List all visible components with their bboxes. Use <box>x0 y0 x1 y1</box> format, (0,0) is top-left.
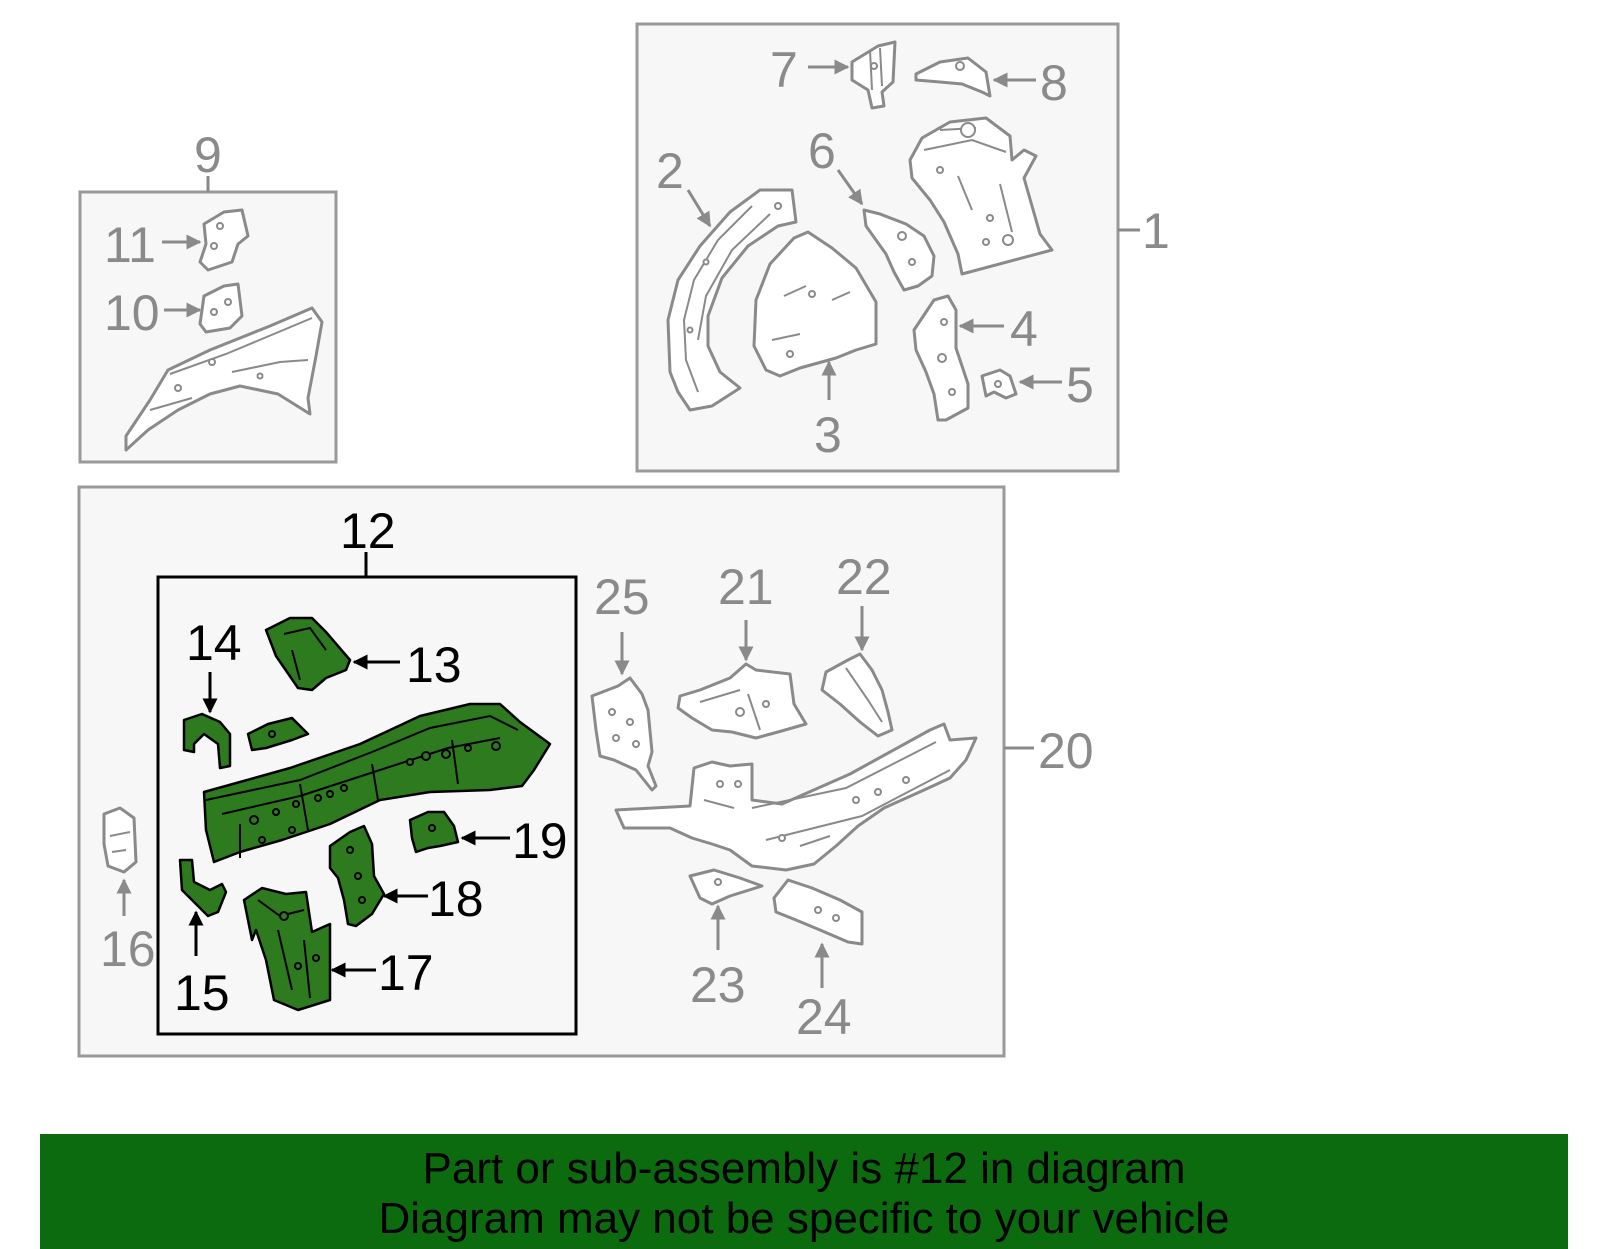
part-4[interactable] <box>912 294 970 422</box>
callout-20: 20 <box>1038 723 1094 779</box>
callout-21: 21 <box>718 559 774 615</box>
part-7[interactable] <box>850 40 897 110</box>
callout-7: 7 <box>770 42 798 98</box>
part-15[interactable] <box>178 858 228 918</box>
part-24[interactable] <box>772 878 864 946</box>
part-8[interactable] <box>914 56 992 98</box>
part-10[interactable] <box>198 282 244 334</box>
info-banner: Part or sub-assembly is #12 in diagram D… <box>40 1134 1568 1249</box>
callout-2: 2 <box>656 143 684 199</box>
part-5[interactable] <box>980 368 1018 400</box>
callout-19: 19 <box>512 813 568 869</box>
callout-14: 14 <box>186 615 242 671</box>
part-13[interactable] <box>264 616 352 692</box>
callout-22: 22 <box>836 549 892 605</box>
callout-10: 10 <box>104 285 160 341</box>
callout-24: 24 <box>796 989 852 1045</box>
callout-3: 3 <box>814 407 842 463</box>
part-18[interactable] <box>328 824 386 928</box>
part-14[interactable] <box>182 712 232 770</box>
callout-13: 13 <box>406 637 462 693</box>
part-1-shock-tower[interactable] <box>908 116 1054 276</box>
part-20-frame[interactable] <box>614 722 978 872</box>
part-21[interactable] <box>676 662 808 740</box>
part-23[interactable] <box>688 868 764 906</box>
part-22[interactable] <box>820 652 894 738</box>
callout-12: 12 <box>340 503 396 559</box>
callout-6: 6 <box>808 123 836 179</box>
callout-8: 8 <box>1040 55 1068 111</box>
callout-4: 4 <box>1010 301 1038 357</box>
part-19[interactable] <box>408 810 460 854</box>
part-12-bracket[interactable] <box>246 716 310 752</box>
part-12-frame-rail[interactable] <box>202 702 552 864</box>
callout-11: 11 <box>104 217 156 273</box>
part-3-wheelhouse-inner[interactable] <box>752 230 878 378</box>
part-2-wheelhouse[interactable] <box>666 188 798 412</box>
part-6[interactable] <box>862 208 936 292</box>
callout-16: 16 <box>100 921 156 977</box>
callout-18: 18 <box>428 871 484 927</box>
part-25[interactable] <box>590 676 658 792</box>
part-11[interactable] <box>198 208 250 272</box>
callout-9: 9 <box>194 127 222 183</box>
callout-15: 15 <box>174 965 230 1021</box>
callout-25: 25 <box>594 569 650 625</box>
banner-line-2: Diagram may not be specific to your vehi… <box>378 1194 1230 1243</box>
part-9-rail[interactable] <box>124 306 324 452</box>
callout-17: 17 <box>378 945 434 1001</box>
banner-line-1: Part or sub-assembly is #12 in diagram <box>422 1144 1186 1193</box>
callout-23: 23 <box>690 957 746 1013</box>
part-16[interactable] <box>102 806 138 874</box>
callout-5: 5 <box>1066 357 1094 413</box>
part-17[interactable] <box>242 886 332 1012</box>
callout-1: 1 <box>1142 203 1170 259</box>
